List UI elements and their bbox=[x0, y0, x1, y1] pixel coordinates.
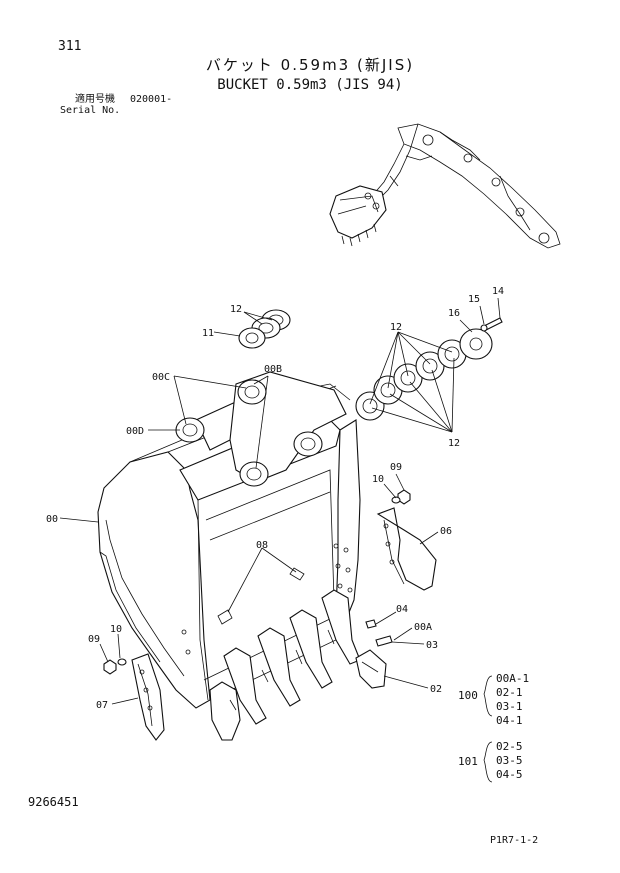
page-number: 311 bbox=[58, 39, 82, 54]
serial-label-english: Serial No. bbox=[60, 105, 121, 116]
kit-100-item: 03-1 bbox=[496, 700, 523, 713]
kit-101-item: 03-5 bbox=[496, 754, 523, 767]
callout-04: 04 bbox=[396, 604, 408, 615]
serial-start-number: 020001- bbox=[130, 94, 173, 105]
callout-07: 07 bbox=[96, 700, 108, 711]
callout-09-right: 09 bbox=[390, 462, 402, 473]
leader-lines bbox=[59, 297, 501, 783]
kit-100-item: 02-1 bbox=[496, 686, 523, 699]
callout-labels: 12 11 00C 00B 00D 00 08 12 12 16 15 14 1… bbox=[46, 286, 504, 711]
bucket-teeth bbox=[209, 589, 361, 741]
drawing-number: 9266451 bbox=[28, 795, 79, 809]
callout-00a: 00A bbox=[414, 622, 432, 633]
kit-101-item: 04-5 bbox=[496, 768, 523, 781]
callout-06: 06 bbox=[440, 526, 452, 537]
callout-12-top: 12 bbox=[230, 304, 242, 315]
bucket-bosses bbox=[175, 371, 347, 487]
kit-101-id: 101 bbox=[458, 755, 478, 768]
callout-09-left: 09 bbox=[88, 634, 100, 645]
tooth-adaptor-parts bbox=[355, 619, 393, 689]
callout-12-bottom: 12 bbox=[448, 438, 460, 449]
nut-washer-left bbox=[103, 658, 127, 675]
kit-101: 101 02-5 03-5 04-5 bbox=[458, 740, 523, 781]
excavator-arm-thumbnail bbox=[329, 123, 561, 249]
callout-03: 03 bbox=[426, 640, 438, 651]
kit-100: 100 00A-1 02-1 03-1 04-1 bbox=[458, 672, 529, 727]
kit-101-item: 02-5 bbox=[496, 740, 523, 753]
kit-100-item: 04-1 bbox=[496, 714, 523, 727]
callout-10-right: 10 bbox=[372, 474, 384, 485]
callout-16: 16 bbox=[448, 308, 460, 319]
callout-02: 02 bbox=[430, 684, 442, 695]
shim-set-left bbox=[238, 309, 291, 349]
callout-12-mid: 12 bbox=[390, 322, 402, 333]
sheet-code: P1R7-1-2 bbox=[490, 835, 539, 846]
title-japanese: バケット 0.59m3 (新JIS) bbox=[205, 56, 415, 74]
title-english: BUCKET 0.59m3 (JIS 94) bbox=[217, 77, 403, 93]
kit-100-item: 00A-1 bbox=[496, 672, 529, 685]
callout-14: 14 bbox=[492, 286, 504, 297]
callout-10-left: 10 bbox=[110, 624, 122, 635]
callout-00c: 00C bbox=[152, 372, 170, 383]
side-cutter-right bbox=[376, 507, 437, 591]
callout-00b: 00B bbox=[264, 364, 282, 375]
side-cutter-left bbox=[131, 653, 165, 741]
callout-00: 00 bbox=[46, 514, 58, 525]
serial-label-japanese: 適用号機 bbox=[75, 94, 115, 105]
callout-11: 11 bbox=[202, 328, 214, 339]
callout-08: 08 bbox=[256, 540, 268, 551]
kit-100-id: 100 bbox=[458, 689, 478, 702]
callout-00d: 00D bbox=[126, 426, 144, 437]
callout-15: 15 bbox=[468, 294, 480, 305]
